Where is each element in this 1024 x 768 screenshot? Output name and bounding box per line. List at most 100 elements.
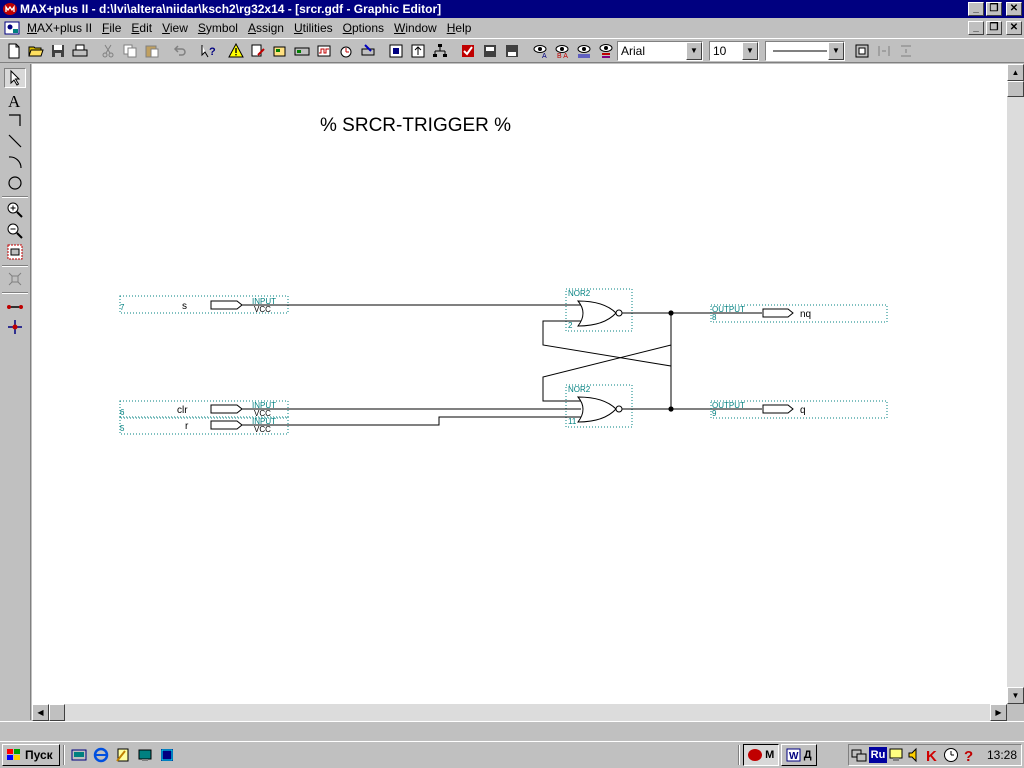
line-style-preview-icon: [773, 50, 827, 51]
eye-view-ba-icon[interactable]: B A: [551, 40, 573, 62]
tray-network-icon[interactable]: [851, 747, 867, 763]
junction-tool-icon[interactable]: [4, 317, 26, 337]
doc-restore-button[interactable]: ❐: [986, 21, 1002, 35]
compiler-icon[interactable]: [291, 40, 313, 62]
project-save-check-icon[interactable]: [457, 40, 479, 62]
zoom-out-icon[interactable]: [4, 221, 26, 241]
start-label: Пуск: [25, 748, 53, 762]
vertical-scroll-thumb[interactable]: [1007, 81, 1024, 97]
new-file-icon[interactable]: [3, 40, 25, 62]
horizontal-scroll-thumb[interactable]: [49, 704, 65, 721]
circle-tool-icon[interactable]: [4, 173, 26, 193]
font-size-dropdown-arrow[interactable]: ▼: [742, 41, 758, 60]
taskbar-word-button[interactable]: W Д: [780, 744, 817, 766]
minimize-button[interactable]: _: [968, 2, 984, 16]
rubberband-icon[interactable]: [851, 40, 873, 62]
quicklaunch-notepad-icon[interactable]: [112, 744, 134, 766]
tray-k-icon[interactable]: K: [925, 747, 941, 763]
restore-button[interactable]: ❐: [986, 2, 1002, 16]
programmer-icon[interactable]: [357, 40, 379, 62]
menu-maxplus[interactable]: MAX+plus II: [27, 21, 93, 35]
flip-horizontal-icon[interactable]: [873, 40, 895, 62]
fit-in-window-icon[interactable]: [4, 242, 26, 262]
scroll-left-icon[interactable]: ◀: [32, 704, 49, 721]
text-tool-icon[interactable]: A: [4, 90, 26, 110]
font-size-select[interactable]: 10 ▼: [709, 40, 759, 61]
nor-gate-top[interactable]: NOR2 2: [565, 288, 633, 332]
floorplan-icon[interactable]: [269, 40, 291, 62]
project-save-compile-icon[interactable]: [479, 40, 501, 62]
hierarchy-edit-icon[interactable]: [247, 40, 269, 62]
start-button[interactable]: Пуск: [2, 744, 60, 766]
timing-analyzer-icon[interactable]: [335, 40, 357, 62]
quicklaunch-monitor-icon[interactable]: [134, 744, 156, 766]
scroll-right-icon[interactable]: ▶: [990, 704, 1007, 721]
output-pin-q[interactable]: OUTPUT 9 q: [710, 400, 888, 419]
tray-clock-icon[interactable]: [943, 747, 959, 763]
flip-vertical-icon[interactable]: [895, 40, 917, 62]
menu-edit[interactable]: Edit: [131, 21, 153, 35]
warning-icon[interactable]: [225, 40, 247, 62]
input-pin-s[interactable]: 7 s INPUT VCC: [119, 295, 289, 314]
tray-language-indicator[interactable]: Ru: [868, 747, 887, 763]
maxplus-app-icon[interactable]: [2, 1, 18, 17]
menu-options[interactable]: Options: [342, 21, 385, 35]
paste-icon[interactable]: [141, 40, 163, 62]
quicklaunch-explorer-icon[interactable]: [68, 744, 90, 766]
copy-icon[interactable]: [119, 40, 141, 62]
menu-symbol[interactable]: Symbol: [197, 21, 238, 35]
rubberbanding-toggle-icon[interactable]: [4, 269, 26, 289]
tray-speaker-icon[interactable]: [907, 747, 923, 763]
zoom-in-icon[interactable]: [4, 200, 26, 220]
line-style-select[interactable]: ▼: [765, 40, 845, 61]
hierarchy-up-icon[interactable]: [407, 40, 429, 62]
menu-window[interactable]: Window: [394, 21, 437, 35]
quicklaunch-far-icon[interactable]: [156, 744, 178, 766]
tray-monitor-icon[interactable]: [889, 747, 905, 763]
tray-help-icon[interactable]: ?: [961, 747, 977, 763]
hierarchy-display-icon[interactable]: [429, 40, 451, 62]
scroll-down-icon[interactable]: ▼: [1007, 687, 1024, 704]
input-pin-r[interactable]: 5 r INPUT VCC: [119, 416, 289, 435]
doc-minimize-button[interactable]: _: [968, 21, 984, 35]
save-disk-icon[interactable]: [47, 40, 69, 62]
eye-view-a-icon[interactable]: A: [529, 40, 551, 62]
menu-view[interactable]: View: [162, 21, 188, 35]
orthogonal-line-tool-icon[interactable]: [4, 110, 26, 130]
eye-view-lines-icon[interactable]: [573, 40, 595, 62]
vertical-scrollbar[interactable]: ▲ ▼: [1007, 64, 1024, 704]
menu-utilities[interactable]: Utilities: [293, 21, 333, 35]
connect-lines-icon[interactable]: [4, 297, 26, 317]
taskbar-maxplus-button[interactable]: M: [742, 744, 779, 766]
menu-help[interactable]: Help: [446, 21, 472, 35]
input-pin-clr[interactable]: 6 clr INPUT VCC: [119, 400, 289, 419]
status-bar: [0, 721, 1024, 741]
open-folder-icon[interactable]: [25, 40, 47, 62]
taskbar-clock[interactable]: 13:28: [986, 748, 1017, 762]
close-button[interactable]: ✕: [1006, 2, 1022, 16]
horizontal-scrollbar[interactable]: ◀ ▶: [32, 704, 1007, 721]
line-style-dropdown-arrow[interactable]: ▼: [828, 41, 844, 60]
scroll-up-icon[interactable]: ▲: [1007, 64, 1024, 81]
context-help-icon[interactable]: ?: [197, 40, 219, 62]
menu-assign[interactable]: Assign: [247, 21, 284, 35]
undo-icon[interactable]: [169, 40, 191, 62]
output-pin-nq[interactable]: OUTPUT 8 nq: [710, 304, 888, 323]
menu-file[interactable]: File: [102, 21, 122, 35]
nor-gate-bottom[interactable]: NOR2 11: [565, 384, 633, 428]
project-save-simulate-icon[interactable]: [501, 40, 523, 62]
selection-arrow-icon[interactable]: [4, 68, 26, 88]
schematic-canvas[interactable]: % SRCR-TRIGGER % 7 s INPUT VCC 6 clr INP…: [32, 64, 1007, 704]
simulator-icon[interactable]: [313, 40, 335, 62]
open-top-level-icon[interactable]: [385, 40, 407, 62]
doc-close-button[interactable]: ✕: [1006, 21, 1022, 35]
font-name-dropdown-arrow[interactable]: ▼: [686, 41, 702, 60]
print-icon[interactable]: [69, 40, 91, 62]
font-name-select[interactable]: Arial ▼: [617, 40, 703, 61]
eye-view-stack-icon[interactable]: [595, 40, 617, 62]
diagonal-line-tool-icon[interactable]: [4, 131, 26, 151]
arc-tool-icon[interactable]: [4, 152, 26, 172]
quicklaunch-ie-icon[interactable]: [90, 744, 112, 766]
document-system-menu-icon[interactable]: [4, 20, 22, 36]
cut-icon[interactable]: [97, 40, 119, 62]
